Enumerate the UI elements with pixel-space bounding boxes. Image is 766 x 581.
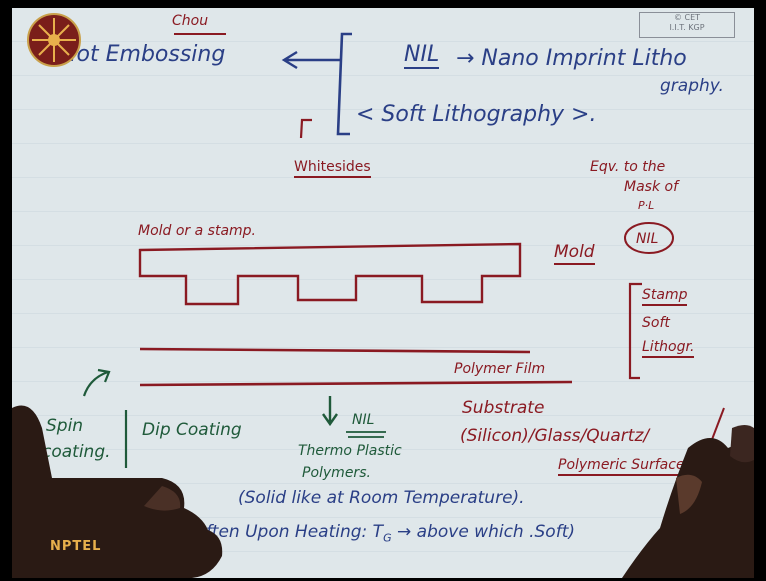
lithogr-label: Lithogr.: [642, 340, 694, 358]
soft-lithography-label: < Soft Lithography >.: [356, 104, 596, 126]
stamp-bracket: [630, 284, 642, 378]
spin-arrow: [84, 370, 109, 396]
graphy-label: graphy.: [660, 78, 724, 95]
nil-circle-label: NIL: [636, 232, 658, 246]
chou-label: Chou: [172, 14, 208, 28]
thermo-plastic-label: Thermo Plastic: [298, 444, 402, 458]
nano-imprint-label: → Nano Imprint Litho: [456, 48, 687, 70]
film-top-line: [140, 349, 530, 352]
coating-label: coating.: [42, 444, 111, 461]
nil-green-underline: [346, 432, 386, 437]
mask-of-label: Mask of: [624, 180, 678, 194]
cet-watermark: © CET I.I.T. KGP: [639, 12, 735, 38]
watermark-line1: © CET: [640, 13, 734, 23]
equiv-label: Eqv. to the: [590, 160, 665, 174]
down-arrow: [323, 396, 337, 424]
solid-like-label: (Solid like at Room Temperature).: [238, 490, 525, 507]
mold-label: Mold: [554, 244, 595, 265]
stamp-label: Stamp: [642, 288, 687, 306]
polymer-film-label: Polymer Film: [454, 362, 545, 376]
spin-label: Spin: [46, 418, 83, 435]
left-arrow: [284, 52, 342, 68]
bracket: [338, 34, 352, 134]
nptel-logo-text: NPTEL: [50, 539, 101, 554]
mold-or-stamp-label: Mold or a stamp.: [138, 224, 256, 238]
nptel-logo-icon: [12, 8, 96, 98]
polymeric-surfaces-label: Polymeric Surfaces.: [558, 458, 696, 476]
above-text: → above which .Soft): [397, 522, 575, 542]
whitesides-label: Whitesides: [294, 160, 371, 178]
watermark-line2: I.I.T. KGP: [640, 23, 734, 33]
film-bottom-line: [140, 382, 572, 385]
pl-label: P·L: [638, 200, 654, 211]
soften-label: (Soften Upon Heating: TG → above which .…: [178, 524, 575, 543]
soften-text: (Soften Upon Heating: T: [178, 522, 383, 542]
soft-label: Soft: [642, 316, 670, 330]
dip-coating-label: Dip Coating: [142, 422, 242, 439]
slash-mark: [708, 408, 724, 450]
substrate-label: Substrate: [462, 400, 544, 417]
red-bracket: [301, 120, 312, 138]
nil-green-label: NIL: [352, 413, 374, 427]
mold-outline: [140, 244, 520, 304]
nil-label: NIL: [404, 44, 439, 69]
substrate-types-label: (Silicon)/Glass/Quartz/: [460, 428, 649, 445]
notebook-page: © CET I.I.T. KGP Chou Hot Embossing NIL …: [12, 8, 754, 578]
polymers-label: Polymers.: [302, 466, 371, 480]
tg-subscript: G: [383, 531, 392, 544]
